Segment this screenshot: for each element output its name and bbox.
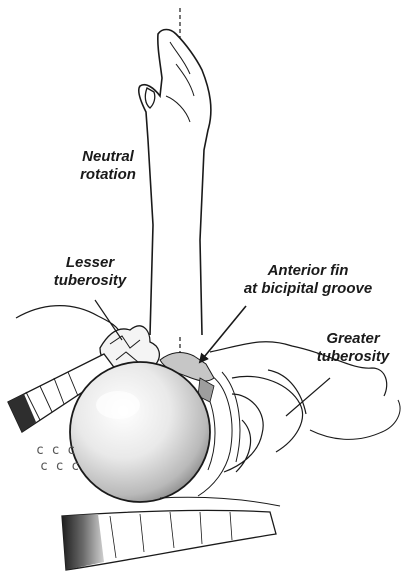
glenoid-lines bbox=[198, 372, 400, 496]
humeral-head-highlight bbox=[96, 391, 140, 419]
greater-tuberosity-label: Greater tuberosity bbox=[300, 330, 406, 366]
lesser-tuberosity-leader bbox=[95, 300, 122, 340]
neutral-rotation-label: Neutral rotation bbox=[62, 148, 154, 184]
lower-muscle-edge bbox=[160, 497, 280, 506]
anterior-fin-arrow bbox=[200, 306, 246, 362]
lesser-tuberosity-label: Lesser tuberosity bbox=[40, 254, 140, 290]
cartilage-pattern: c c c c c c bbox=[36, 443, 79, 474]
lower-muscle-dark-end bbox=[62, 514, 104, 570]
svg-text:c c c: c c c bbox=[36, 443, 75, 458]
humeral-head bbox=[70, 362, 210, 502]
svg-text:c c c: c c c bbox=[40, 459, 79, 474]
anterior-fin-label: Anterior fin at bicipital groove bbox=[226, 262, 390, 298]
